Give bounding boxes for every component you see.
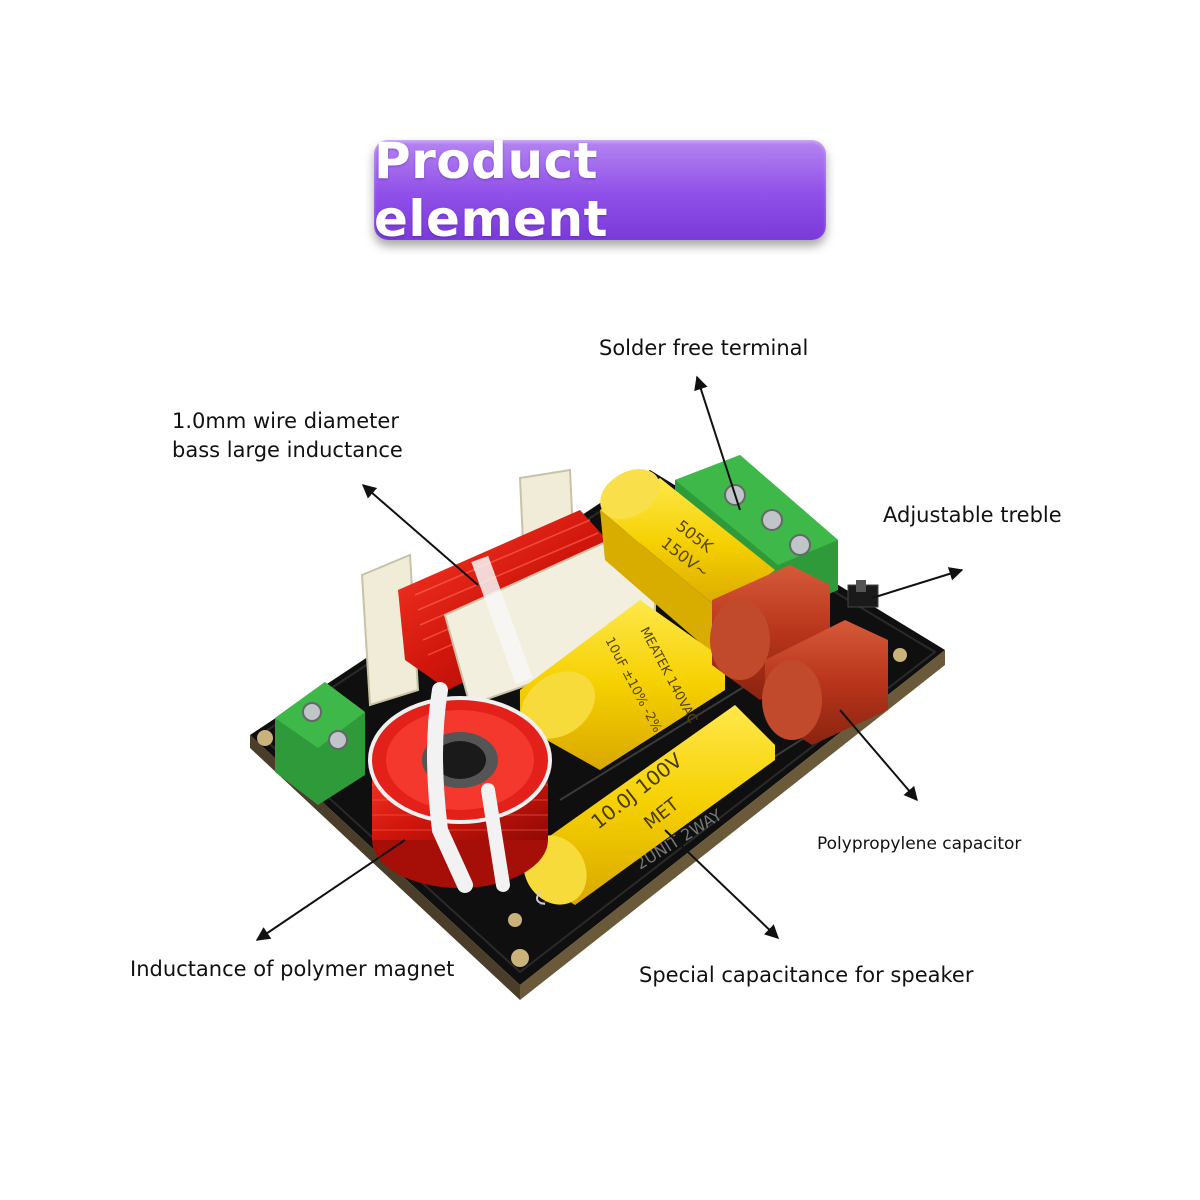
arrow-solder-terminal — [694, 375, 741, 511]
capacitor-505k: 505K 150V~ — [600, 469, 775, 660]
page-title: Product element — [374, 132, 608, 248]
label-bass-inductance: bass large inductance — [172, 438, 403, 462]
callout-arrows — [255, 375, 964, 941]
left-terminal — [275, 682, 365, 805]
capacitor-10uf: 10uF ±10% -2% MEATEK 140VAC — [520, 600, 725, 770]
label-wire-diameter: 1.0mm wire diameter — [172, 409, 399, 433]
arrow-special-capacitance — [664, 829, 780, 939]
arrow-adjustable-treble — [871, 567, 964, 599]
title-banner: Product element — [374, 132, 826, 248]
arrow-polypropylene — [839, 709, 918, 802]
label-adjustable-treble: Adjustable treble — [883, 503, 1062, 527]
label-polymer-magnet: Inductance of polymer magnet — [130, 957, 455, 981]
label-solder-free-terminal: Solder free terminal — [599, 336, 809, 360]
polymer-magnet-inductor — [368, 682, 552, 893]
bass-inductor — [360, 468, 656, 707]
arrow-bass-inductor — [361, 484, 479, 586]
label-polypropylene-capacitor: Polypropylene capacitor — [817, 834, 1022, 854]
polypropylene-capacitors — [710, 565, 888, 745]
label-special-capacitance: Special capacitance for speaker — [639, 963, 974, 987]
arrow-polymer-magnet — [255, 839, 406, 941]
